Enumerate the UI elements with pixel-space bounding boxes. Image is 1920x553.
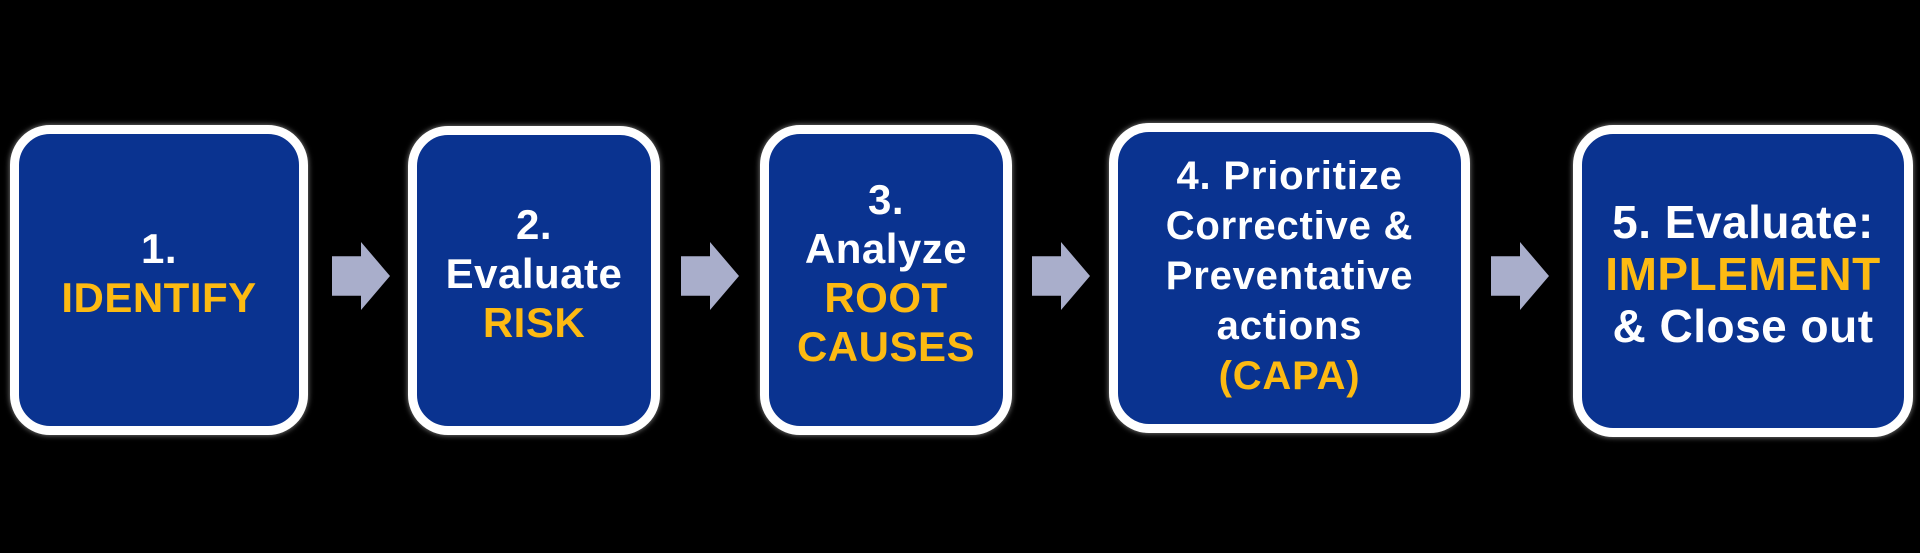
step-line: IMPLEMENT xyxy=(1605,248,1881,300)
step-box-identify: 1. IDENTIFY xyxy=(10,125,308,435)
step-line: ROOT xyxy=(824,274,948,321)
right-arrow-icon xyxy=(1491,242,1549,310)
step-number: 2. xyxy=(515,201,553,248)
step-line: Evaluate xyxy=(445,250,623,297)
step-line: 5. Evaluate: xyxy=(1612,196,1874,248)
right-arrow-icon xyxy=(332,242,390,310)
step-line: actions xyxy=(1216,304,1363,348)
right-arrow-icon xyxy=(681,242,739,310)
step-box-analyze-root-causes: 3. Analyze ROOT CAUSES xyxy=(760,125,1012,435)
step-line: CAUSES xyxy=(796,323,976,370)
step-box-text: 5. Evaluate: IMPLEMENT & Close out xyxy=(1582,196,1904,352)
step-line: Analyze xyxy=(804,225,968,272)
step-box-text: 3. Analyze ROOT CAUSES xyxy=(769,175,1003,371)
step-line: Preventative xyxy=(1165,254,1414,298)
step-line: (CAPA) xyxy=(1218,354,1361,398)
step-box-text: 1. IDENTIFY xyxy=(19,224,299,322)
step-line: RISK xyxy=(482,299,586,346)
step-line: Corrective & xyxy=(1165,204,1414,248)
step-box-evaluate-risk: 2. Evaluate RISK xyxy=(408,126,660,435)
step-number: 1. xyxy=(140,225,178,272)
step-box-text: 2. Evaluate RISK xyxy=(417,200,651,347)
step-line: IDENTIFY xyxy=(61,274,257,321)
step-box-prioritize-capa: 4. Prioritize Corrective & Preventative … xyxy=(1109,123,1470,433)
step-line: 4. Prioritize xyxy=(1176,154,1403,198)
right-arrow-icon xyxy=(1032,242,1090,310)
step-box-text: 4. Prioritize Corrective & Preventative … xyxy=(1118,151,1461,401)
step-line: & Close out xyxy=(1612,300,1874,352)
step-box-evaluate-implement-close: 5. Evaluate: IMPLEMENT & Close out xyxy=(1573,125,1913,437)
step-number: 3. xyxy=(867,176,905,223)
